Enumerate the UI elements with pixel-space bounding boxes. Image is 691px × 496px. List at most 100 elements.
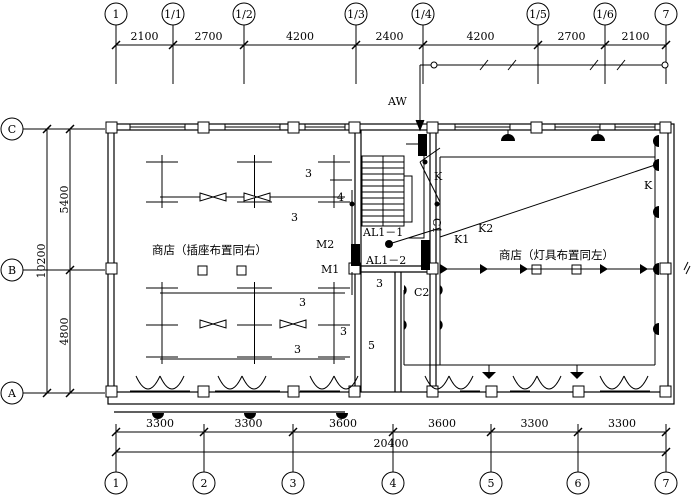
grid-label-bottom: 6 bbox=[575, 477, 582, 490]
label-k-b: K bbox=[644, 179, 653, 192]
dimension-top: 4200 bbox=[286, 30, 314, 43]
column bbox=[348, 121, 361, 134]
grid-label-top: 1/6 bbox=[596, 8, 614, 21]
wall-arc bbox=[241, 375, 267, 390]
column bbox=[426, 385, 439, 398]
label-3d: 3 bbox=[299, 296, 306, 309]
wall-light-icon bbox=[653, 159, 659, 171]
ceiling-lamp-icon bbox=[591, 134, 605, 141]
left-shop-furniture bbox=[146, 155, 353, 364]
label-aw: AW bbox=[387, 95, 407, 108]
column bbox=[530, 121, 543, 134]
room-label-right-shop: 商店（灯具布置同左） bbox=[499, 248, 614, 262]
ceiling-lamp-icon bbox=[501, 134, 515, 141]
wall-arc bbox=[512, 375, 538, 390]
grid-label-top: 7 bbox=[663, 8, 670, 21]
label-al1-2: AL1－2 bbox=[365, 254, 406, 267]
windows bbox=[129, 124, 656, 392]
column bbox=[197, 385, 210, 398]
column bbox=[105, 262, 118, 275]
grid-label-bottom: 5 bbox=[488, 477, 495, 490]
dimension-bottom: 3600 bbox=[428, 417, 456, 430]
ceiling-fan-icon bbox=[199, 319, 227, 329]
lamp-half-icon bbox=[404, 320, 407, 330]
wall-light-icon bbox=[653, 206, 659, 218]
dimension-top: 4200 bbox=[467, 30, 495, 43]
dimension-bottom: 3300 bbox=[608, 417, 636, 430]
label-al1-1: AL1－1 bbox=[362, 226, 403, 239]
grid-label-left: A bbox=[7, 387, 17, 400]
grid-label-top: 1/3 bbox=[347, 8, 365, 21]
lamp-icon bbox=[640, 264, 648, 274]
lamp-icon bbox=[520, 264, 528, 274]
label-c1: C1 bbox=[430, 218, 443, 233]
column bbox=[659, 385, 672, 398]
wall-arc bbox=[536, 375, 562, 390]
lamp-icon bbox=[600, 264, 608, 274]
switch-icon bbox=[349, 201, 355, 207]
label-3b: 3 bbox=[291, 211, 298, 224]
wall-arc bbox=[333, 375, 359, 390]
label-5: 5 bbox=[368, 339, 375, 352]
column bbox=[426, 121, 439, 134]
staircase bbox=[361, 143, 425, 239]
wall-arc bbox=[309, 375, 335, 390]
column bbox=[287, 385, 300, 398]
dimension-top: 2700 bbox=[195, 30, 223, 43]
column bbox=[572, 385, 585, 398]
column bbox=[105, 385, 118, 398]
dimension-total: 20400 bbox=[374, 437, 409, 450]
label-m1: M1 bbox=[321, 263, 339, 276]
grid-label-top: 1/4 bbox=[414, 8, 432, 21]
grid-label-top: 1/2 bbox=[235, 8, 253, 21]
socket-icon bbox=[244, 413, 256, 419]
dimension-left-total: 10200 bbox=[35, 244, 48, 279]
distribution-panels bbox=[351, 134, 430, 270]
wall-lamp-icon bbox=[570, 372, 584, 379]
label-3f: 3 bbox=[294, 343, 301, 356]
label-c2: C2 bbox=[414, 286, 429, 299]
grid-label-top: 1/5 bbox=[529, 8, 547, 21]
lamp-half-icon bbox=[440, 285, 443, 295]
lamp-icon bbox=[440, 264, 448, 274]
lamps bbox=[152, 134, 659, 419]
dimension-bottom: 3300 bbox=[521, 417, 549, 430]
lamp-half-icon bbox=[440, 320, 443, 330]
wall-arc bbox=[424, 375, 450, 390]
dimension-bottom: 3300 bbox=[235, 417, 263, 430]
column bbox=[287, 121, 300, 134]
label-m2: M2 bbox=[316, 238, 334, 251]
column bbox=[659, 121, 672, 134]
dimension-bottom: 3600 bbox=[329, 417, 357, 430]
dimension-top: 2100 bbox=[131, 30, 159, 43]
small-markers bbox=[197, 261, 691, 276]
column bbox=[659, 262, 672, 275]
lamp-icon bbox=[480, 264, 488, 274]
wall-light-icon bbox=[653, 263, 659, 275]
structural-columns bbox=[105, 121, 672, 398]
ceiling-fan-icon bbox=[243, 192, 271, 202]
grid-axis-top: 1 1/1 1/2 1/3 1/4 1/5 1/6 7 bbox=[104, 2, 678, 84]
grid-label-bottom: 1 bbox=[113, 477, 120, 490]
wall-arc bbox=[159, 375, 185, 390]
grid-label-top: 1 bbox=[113, 8, 120, 21]
dimension-top: 2100 bbox=[622, 30, 650, 43]
dimension-lines bbox=[46, 44, 666, 453]
wall-arc bbox=[217, 375, 243, 390]
label-k-a: K bbox=[434, 170, 443, 183]
dimensions-bottom: 3300 3300 3600 3600 3300 3300 20400 bbox=[146, 417, 636, 450]
grid-label-bottom: 7 bbox=[663, 477, 670, 490]
wall-arc bbox=[623, 375, 649, 390]
dimension-top: 2400 bbox=[376, 30, 404, 43]
dimension-bottom: 3300 bbox=[146, 417, 174, 430]
wall-light-icon bbox=[653, 323, 659, 335]
grid-label-bottom: 2 bbox=[201, 477, 208, 490]
wall-arc bbox=[599, 375, 625, 390]
label-3c: 3 bbox=[376, 277, 383, 290]
grid-label-top: 1/1 bbox=[164, 8, 182, 21]
dimension-left: 5400 bbox=[58, 186, 71, 214]
grid-label-bottom: 4 bbox=[390, 477, 397, 490]
